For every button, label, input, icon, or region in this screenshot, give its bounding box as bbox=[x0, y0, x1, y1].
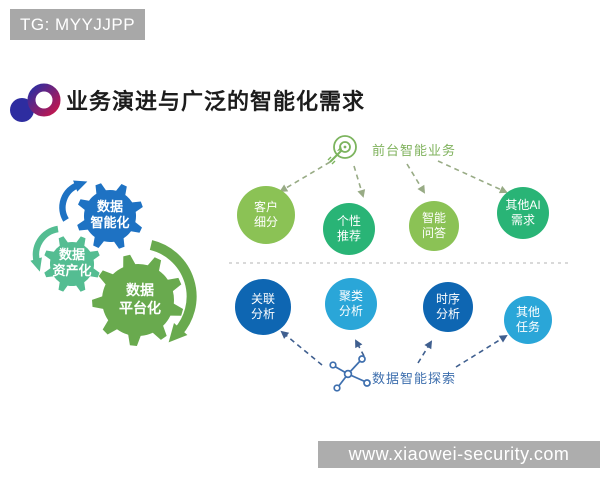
circle-time-series-analysis: 时序 分析 bbox=[423, 282, 473, 332]
circle-intelligent-qa: 智能 问答 bbox=[409, 201, 459, 251]
site-watermark: www.xiaowei-security.com bbox=[318, 441, 600, 468]
telegram-watermark: TG: MYYJJPP bbox=[10, 9, 146, 40]
gear-data-platform bbox=[92, 254, 184, 346]
front-office-label: 前台智能业务 bbox=[372, 143, 457, 158]
gear-arrow-teal bbox=[30, 225, 59, 272]
circle-clustering-analysis: 聚类 分析 bbox=[325, 278, 377, 330]
exploration-arrows bbox=[280, 330, 508, 368]
network-nodes-icon bbox=[329, 355, 371, 392]
circle-other-tasks: 其他 任务 bbox=[504, 296, 552, 344]
circle-other-ai-needs: 其他AI 需求 bbox=[497, 187, 549, 239]
gear-data-assetization bbox=[44, 236, 100, 292]
gear-arrow-blue bbox=[59, 180, 88, 222]
circle-customer-segmentation: 客户 细分 bbox=[237, 186, 295, 244]
circle-personal-recommendation: 个性 推荐 bbox=[323, 203, 375, 255]
gear-label-data-intelligence: 数据 智能化 bbox=[90, 199, 130, 230]
gear-label-data-assetization: 数据 资产化 bbox=[52, 247, 92, 278]
gear-data-intelligence bbox=[77, 183, 143, 249]
front-office-arrows bbox=[279, 160, 508, 198]
circle-association-analysis: 关联 分析 bbox=[235, 279, 291, 335]
exploration-label: 数据智能探索 bbox=[372, 371, 457, 386]
page-title: 业务演进与广泛的智能化需求 bbox=[66, 89, 366, 114]
gear-arrow-green bbox=[149, 240, 197, 343]
gear-label-data-platform: 数据 平台化 bbox=[119, 282, 161, 316]
logo-icon bbox=[10, 83, 61, 122]
target-dart-icon bbox=[327, 135, 357, 165]
